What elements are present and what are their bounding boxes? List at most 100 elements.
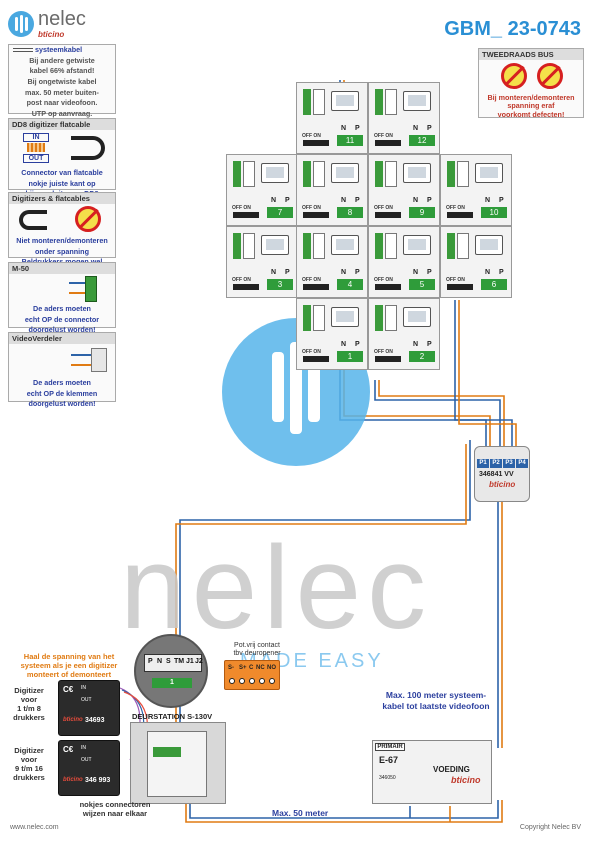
panel-line: max. 50 meter buiten- [25,87,99,97]
label-line: Digitizer [14,686,44,695]
terminal-icon [375,305,383,331]
off-on-label: OFF ON [232,277,251,283]
monitor-icon [261,235,289,255]
switch-icon [313,161,325,187]
switch-icon [457,161,469,187]
p-label: P [427,341,432,348]
label-line: voor [20,755,38,764]
out-label: OUT [81,757,92,763]
port-label: P1 [477,459,489,468]
dip-switch [375,356,401,362]
unit-number: 12 [409,135,435,146]
wire-icon [71,354,91,356]
off-on-label: OFF ON [446,277,465,283]
dip-switch [233,212,259,218]
n-label: N [341,197,347,204]
wire-icon [71,364,91,366]
monitor-icon [475,163,503,183]
psu-model: E-67 [379,755,399,765]
note-line: monteert of demonteert [26,670,112,679]
switch-icon [385,161,397,187]
panel-digitizers: Digitizers & flatcables Niet monteren/de… [8,192,116,266]
dip-switch [233,284,259,290]
panel-line: UTP op aanvraag. [31,108,93,118]
terminal-icon [375,161,383,187]
relay-terminal-label: S- [228,665,234,671]
logo-icon [8,11,34,37]
digitizer-brand: bticino [63,717,83,723]
unit-number: 6 [481,279,507,290]
switch-icon [243,233,255,259]
digitizer-2-label: Digitizer voor 9 t/m 16 drukkers [4,746,54,782]
unit-number: 5 [409,279,435,290]
flatcable-illustration: IN OUT [9,130,115,168]
relay-terminal-label: NO [267,665,276,671]
dip-switch [447,284,473,290]
psu-brand: bticino [451,775,481,785]
distributor-brand: bticino [489,480,516,489]
door-station [130,722,226,804]
switch-icon [457,233,469,259]
warning-box: TWEEDRAADS BUS Bij monteren/demonteren s… [478,48,584,118]
ce-mark-icon: C€ [63,745,74,754]
label-line: drukkers [13,773,45,782]
ce-mark-icon: C€ [63,685,74,694]
label-line: Digitizer [14,746,44,755]
dip-switch [303,284,329,290]
monitor-icon [261,163,289,183]
monitor-icon [403,235,431,255]
relay-title-line: Pot.vrij contact [234,642,280,649]
port-label: P2 [490,459,502,468]
no-power-plug-icon [501,63,527,89]
off-on-label: OFF ON [302,133,321,139]
power-supply: PRIMAIR E-67 VOEDING 346050 bticino [372,740,492,804]
p-label: P [285,269,290,276]
panel-heading: Digitizers & flatcables [9,193,115,204]
panel-line: Bij ongetwiste kabel [27,76,97,86]
relay-connector: S- S+ C NC NO [224,660,280,690]
nokjes-note: nokjes connectoren wijzen naar elkaar [60,800,170,818]
door-station-label: DEURSTATION S-130V [132,712,213,721]
monitor-icon [403,91,431,111]
terminal-block-icon [91,348,107,372]
tag-out: OUT [23,154,49,163]
panel-line: Beldrukkers mogen wel [9,257,115,268]
panel-line: De aders moeten [33,378,91,387]
dip-switch [303,140,329,146]
unit-number: 9 [409,207,435,218]
n-label: N [341,125,347,132]
off-on-label: OFF ON [232,205,251,211]
p-label: P [285,197,290,204]
monitor-icon [403,307,431,327]
psu-voeding: VOEDING [433,765,470,774]
unit-number: 2 [409,351,435,362]
dip-switch [303,212,329,218]
panel-line: Niet monteren/demonteren [16,236,108,245]
panel-heading: M-50 [9,263,115,274]
n-label: N [413,197,419,204]
p-label: P [427,197,432,204]
door-station-connector [153,747,181,757]
off-on-label: OFF ON [374,133,393,139]
n-label: N [413,269,419,276]
terminal-icon [303,89,311,115]
label-line: voor [20,695,38,704]
cable-riser [378,380,505,450]
panel-line: post naar videofoon. [26,98,98,108]
digitizer-code: 34693 [85,717,105,724]
footer-website: www.nelec.com [10,824,59,831]
warning-line: spanning eraf [507,101,555,111]
monitor-icon [331,163,359,183]
terminal-icon [375,89,383,115]
warning-heading: TWEEDRAADS BUS [479,49,583,60]
monitor-icon [331,91,359,111]
note-line: systeem als je een digitizer [20,661,118,670]
relay-terminal-label: S+ [239,665,247,671]
panel-videoverdeler: VideoVerdeler De aders moeten echt OP de… [8,332,116,408]
max-50-note: Max. 50 meter [272,808,329,818]
